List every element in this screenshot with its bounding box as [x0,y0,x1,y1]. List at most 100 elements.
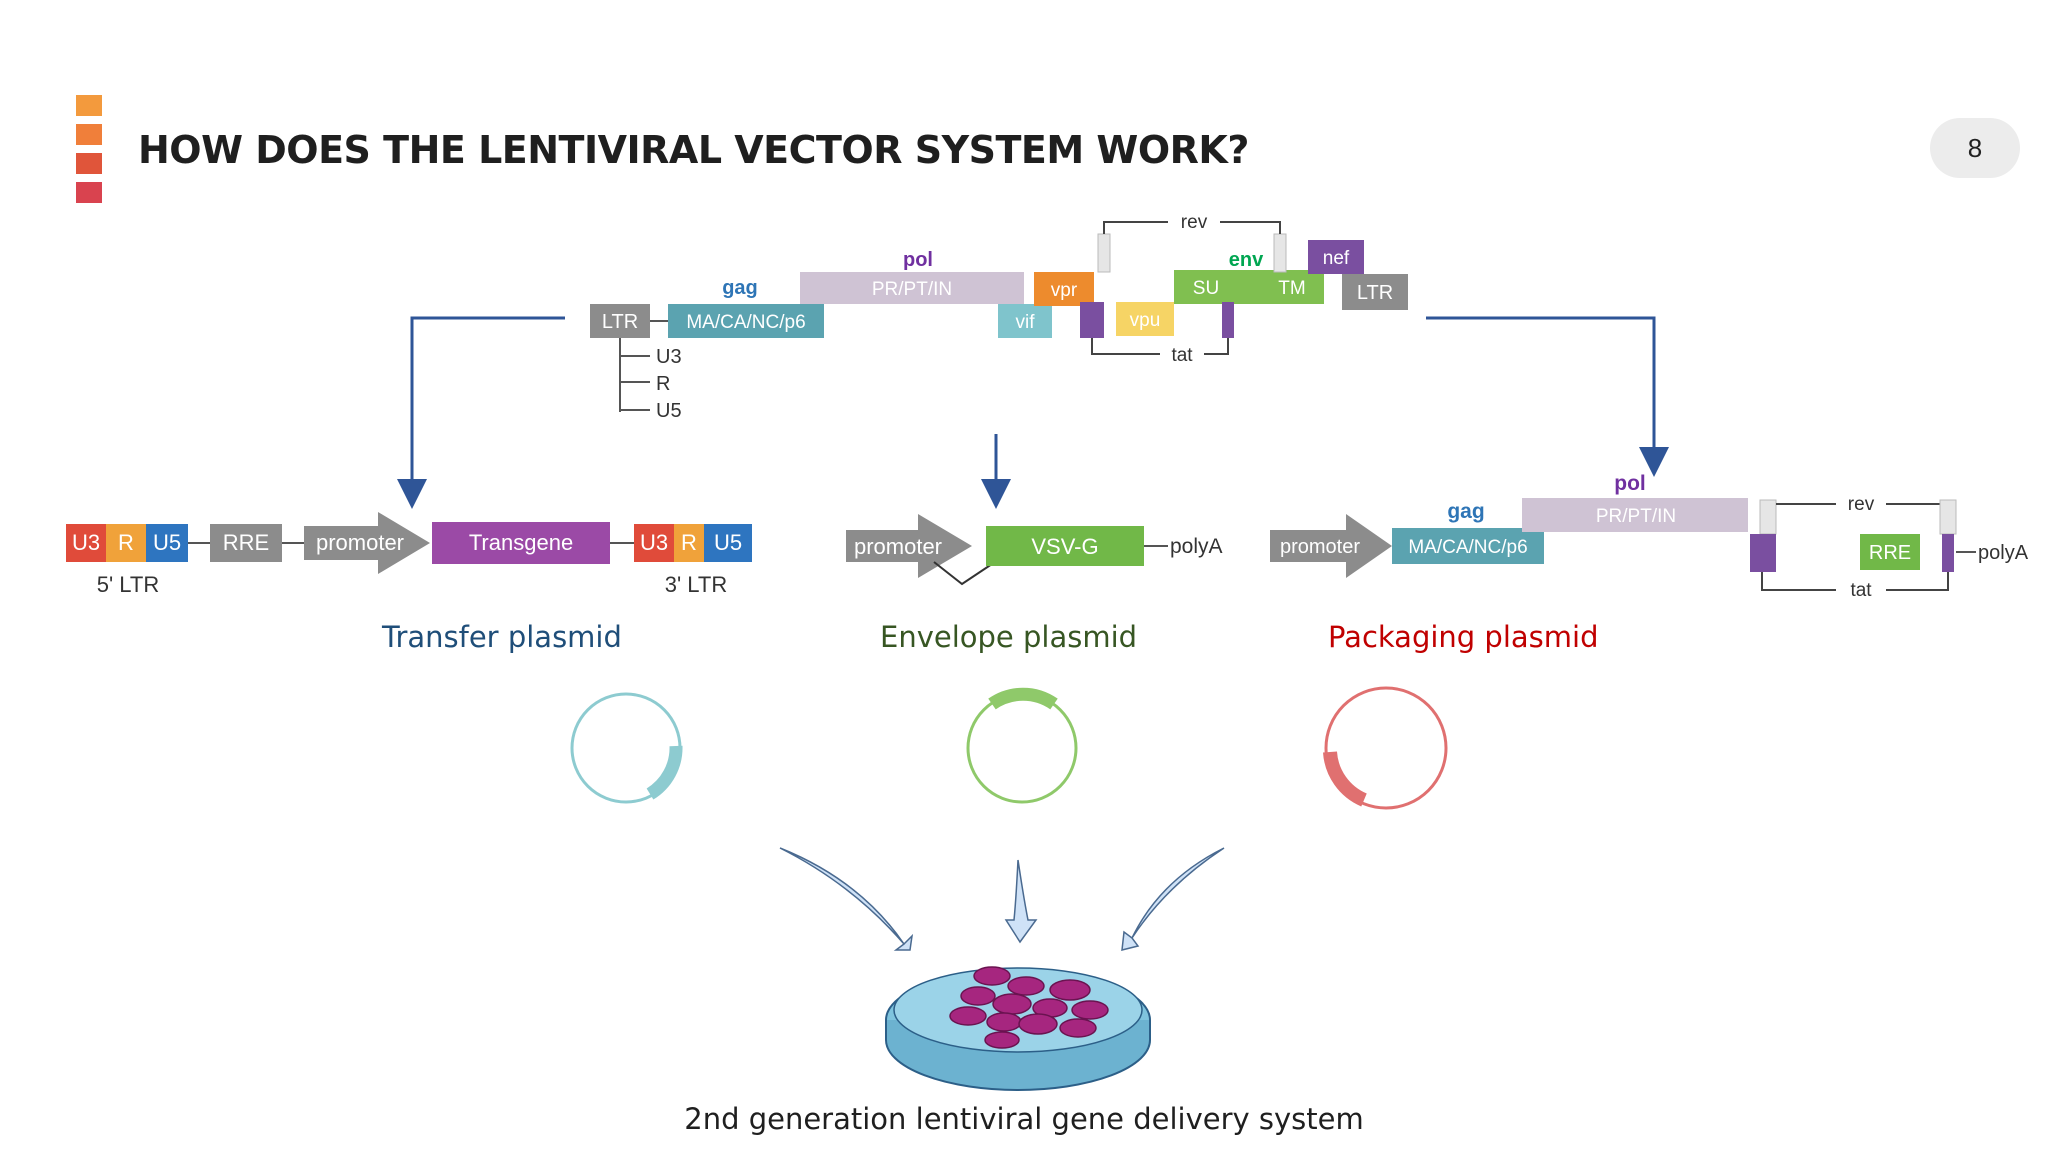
transfer-u5-label: U5 [153,530,181,555]
transfer-u5b-box [704,524,752,562]
transfer-u3b-label: U3 [640,530,668,555]
packaging-pol-box [1522,498,1748,532]
transfer-rb-label: R [681,530,697,555]
genome-vpu-label: vpu [1130,310,1161,331]
transfer-transgene-label: Transgene [469,530,573,555]
petri-dish [885,966,1151,1091]
page-number-badge: 8 [1930,118,2020,178]
ltr-part-u3: U3 [656,346,682,368]
genome-rev-exon-1 [1097,233,1111,273]
genome-tat-exon-2 [1222,302,1234,338]
transfer-3ltr-label: 3' LTR [665,572,727,597]
packaging-pol-box-label: PR/PT/IN [1596,506,1676,527]
genome-tat-splice [1091,338,1229,355]
genome-tat-label: tat [1171,345,1193,366]
accent-bar-2 [76,124,102,145]
packaging-plasmid-circle [1323,686,1448,810]
transfer-rb-box [674,524,704,562]
packaging-tat-splice [1761,572,1949,591]
packaging-gag-label: gag [1447,500,1484,523]
transfer-rre-box [210,524,282,562]
envelope-plasmid-circle [966,687,1078,804]
packaging-promoter-label: promoter [1280,536,1360,558]
envelope-vsvg-label: VSV-G [1031,534,1098,559]
packaging-tat-exon-2 [1942,534,1954,572]
genome-gag-label: gag [722,277,758,299]
transfer-promoter-label: promoter [316,530,404,555]
cell-cluster [949,966,1109,1049]
genome-vif-box [998,304,1052,338]
packaging-construct: promoter gag MA/CA/NC/p6 pol PR/PT/IN re… [1270,472,2029,601]
ltr-part-r: R [656,373,670,395]
genome-vpu-box [1116,302,1174,336]
packaging-rre-box [1860,534,1920,570]
transfer-u3-label: U3 [72,530,100,555]
transfer-r-label: R [118,530,134,555]
envelope-vsvg-box [986,526,1144,566]
accent-bar-3 [76,153,102,174]
ltr-breakout-lines [619,338,650,412]
packaging-tat-exon-1 [1750,534,1776,572]
packaging-rev-label: rev [1848,494,1875,515]
genome-gag-box [668,304,824,338]
genome-vpr-box [1034,272,1094,306]
transfer-rre-label: RRE [223,530,269,555]
arrow-to-packaging [1426,316,1669,477]
genome-pol-box-label: PR/PT/IN [872,279,952,300]
packaging-rev-exon-1 [1759,499,1777,535]
envelope-polya-label: polyA [1170,535,1223,558]
accent-bars [76,95,102,211]
transfer-transgene-box [432,522,610,564]
genome-env-box [1174,270,1324,304]
genome-ltr-right-box [1342,274,1408,310]
packaging-rev-exon-2 [1939,499,1957,535]
accent-bar-1 [76,95,102,116]
genome-nef-label: nef [1323,248,1350,269]
transfer-u3b-box [634,524,674,562]
arrow-left-to-dish [779,847,914,951]
transfer-u3-box [66,524,106,562]
genome-vif-label: vif [1016,312,1036,333]
packaging-gag-box [1392,528,1544,564]
envelope-splice-line [933,559,999,586]
slide-title: HOW DOES THE LENTIVIRAL VECTOR SYSTEM WO… [138,128,1249,172]
genome-ltr-left-label: LTR [602,311,638,333]
genome-pol-label: pol [903,249,933,271]
genome-pol-box [800,272,1024,304]
packaging-gag-box-label: MA/CA/NC/p6 [1408,537,1527,558]
genome-ltr-left-box [590,304,650,338]
genome-gag-box-label: MA/CA/NC/p6 [686,312,805,333]
arrow-center-to-dish [1004,859,1038,944]
converging-arrows [779,847,1225,951]
genome-rev-exon-2 [1273,233,1287,273]
ltr-part-u5: U5 [656,400,682,422]
envelope-construct: promoter VSV-G polyA [846,514,1223,586]
genome-vpr-label: vpr [1051,280,1078,301]
envelope-promoter-arrow [846,514,972,578]
genome-tat-exon-1 [1080,302,1104,338]
transfer-plasmid-label: Transfer plasmid [382,620,622,654]
diagram-caption: 2nd generation lentiviral gene delivery … [684,1102,1364,1136]
transfer-5ltr-label: 5' LTR [97,572,159,597]
genome-rev-splice [1103,221,1281,234]
transfer-u5-box [146,524,188,562]
arrow-right-to-dish [1121,847,1225,951]
genome-nef-box [1308,240,1364,274]
packaging-promoter-arrow [1270,514,1392,578]
packaging-tat-label: tat [1850,580,1872,601]
transfer-plasmid-circle [570,692,683,804]
packaging-pol-label: pol [1614,472,1646,495]
arrow-to-transfer [397,316,565,509]
genome-tm-label: TM [1278,278,1305,299]
accent-bar-4 [76,182,102,203]
genome-env-label: env [1229,249,1264,271]
hiv-genome-map: LTR U3 R U5 gag MA/CA/NC/p6 pol PR/PT/IN… [590,212,1408,422]
genome-ltr-right-label: LTR [1357,282,1393,304]
packaging-rre-label: RRE [1869,542,1911,564]
genome-su-label: SU [1193,278,1219,299]
packaging-plasmid-label: Packaging plasmid [1328,620,1599,654]
transfer-promoter-arrow [304,512,430,574]
packaging-polya-label: polyA [1978,542,2029,564]
transfer-construct: U3 R U5 RRE promoter Transgene U3 R U5 5… [66,512,752,597]
genome-rev-label: rev [1181,212,1208,233]
